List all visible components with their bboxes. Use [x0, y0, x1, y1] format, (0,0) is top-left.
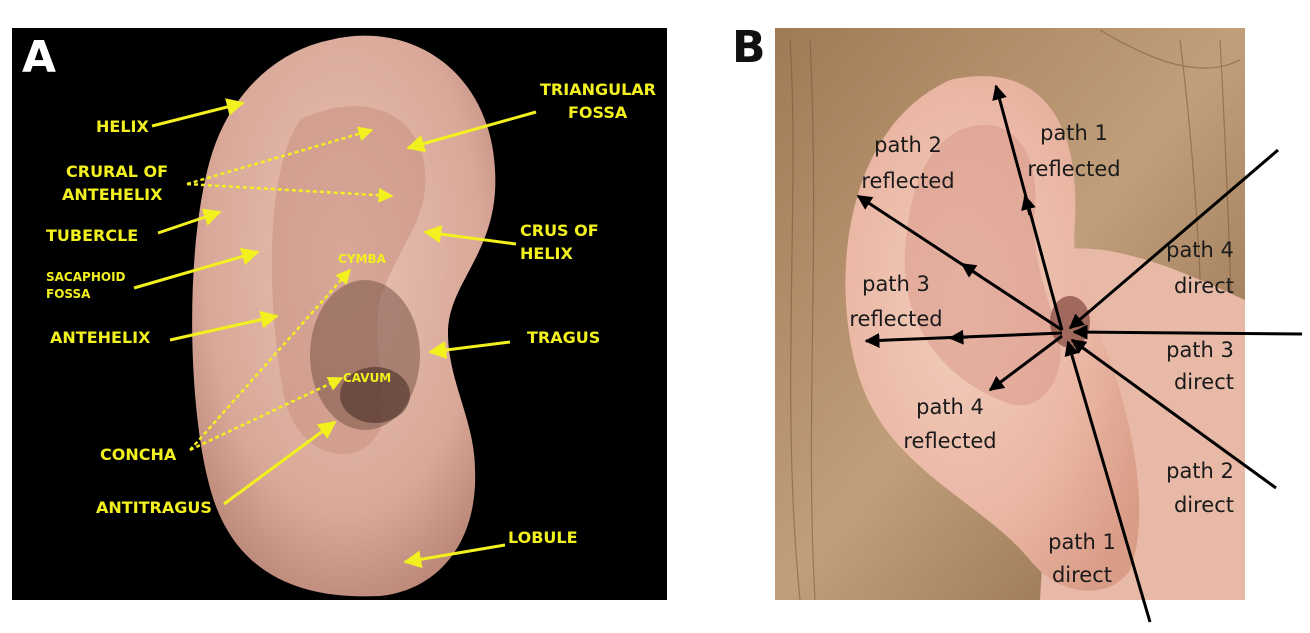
label-path4-direct-1: path 4: [1166, 238, 1234, 262]
label-path4-reflected-2: reflected: [903, 429, 996, 453]
arrow-path2-direct: [1070, 338, 1277, 490]
label-cymba: CYMBA: [338, 252, 387, 266]
arrow-path4-reflected: [988, 334, 1063, 392]
label-path2-reflected-1: path 2: [874, 133, 942, 157]
label-crus-of-helix-1: CRUS OF: [520, 221, 599, 240]
label-path3-direct-2: direct: [1174, 370, 1234, 394]
label-crural-2: ANTEHELIX: [62, 185, 163, 204]
label-path1-reflected-1: path 1: [1040, 121, 1108, 145]
label-path3-reflected-1: path 3: [862, 272, 930, 296]
ear-a-cavum: [340, 367, 410, 423]
label-path1-direct-1: path 1: [1048, 530, 1116, 554]
label-path2-direct-1: path 2: [1166, 459, 1234, 483]
label-triangular-fossa-1: TRIANGULAR: [540, 80, 656, 99]
label-tubercle: TUBERCLE: [46, 226, 138, 245]
arrow-path2-reflected: [856, 194, 1063, 332]
label-tragus: TRAGUS: [527, 328, 600, 347]
label-path2-reflected-2: reflected: [861, 169, 954, 193]
label-antitragus: ANTITRAGUS: [96, 498, 212, 517]
label-concha: CONCHA: [100, 445, 177, 464]
label-path3-direct-1: path 3: [1166, 338, 1234, 362]
label-scaphoid-fossa-1: SACAPHOID: [46, 270, 126, 284]
panel-a-letter: A: [22, 32, 56, 83]
label-path2-direct-2: direct: [1174, 493, 1234, 517]
label-path4-direct-2: direct: [1174, 274, 1234, 298]
label-cavum: CAVUM: [343, 371, 391, 385]
label-crus-of-helix-2: HELIX: [520, 244, 573, 263]
label-scaphoid-fossa-2: FOSSA: [46, 287, 91, 301]
arrow-path1-direct: [1064, 340, 1152, 623]
label-path4-reflected-1: path 4: [916, 395, 984, 419]
label-lobule: LOBULE: [508, 528, 578, 547]
label-triangular-fossa-2: FOSSA: [568, 103, 628, 122]
label-antehelix: ANTEHELIX: [50, 328, 151, 347]
panel-b: B path 2 reflected path 1 reflected path…: [732, 22, 1303, 623]
arrow-path4-direct: [1068, 148, 1279, 330]
arrow-path3-direct: [1072, 324, 1303, 340]
label-crural-1: CRURAL OF: [66, 162, 168, 181]
label-path1-direct-2: direct: [1052, 563, 1112, 587]
label-path3-reflected-2: reflected: [849, 307, 942, 331]
panel-b-letter: B: [732, 22, 766, 73]
label-helix: HELIX: [96, 117, 149, 136]
label-path1-reflected-2: reflected: [1027, 157, 1120, 181]
panel-a: A HELIX TRIANGULAR FOSSA CRURAL OF ANTEH…: [12, 28, 667, 600]
